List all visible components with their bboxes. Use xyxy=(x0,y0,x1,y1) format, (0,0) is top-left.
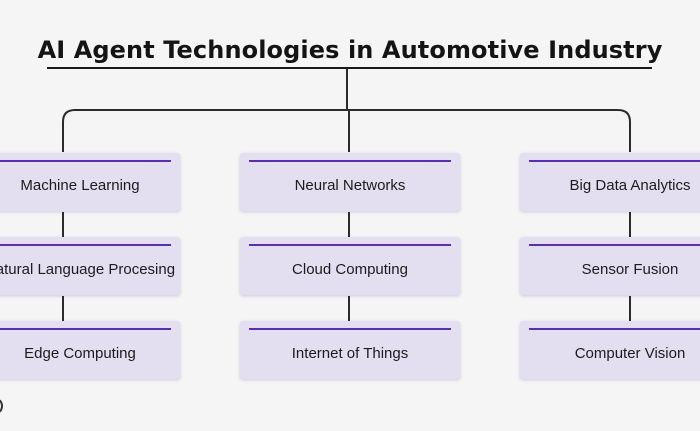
node-accent-bar xyxy=(249,244,451,246)
node-label: Machine Learning xyxy=(20,177,140,194)
node-accent-bar xyxy=(0,244,171,246)
node-accent-bar xyxy=(0,328,171,330)
node-accent-bar xyxy=(249,160,451,162)
node-label: Sensor Fusion xyxy=(581,261,679,278)
node-label: Natural Language Procesing xyxy=(0,261,176,278)
node-accent-bar xyxy=(0,160,171,162)
node-accent-bar xyxy=(529,328,700,330)
title-underline xyxy=(47,67,652,69)
node-label: Computer Vision xyxy=(574,345,686,362)
node-neural-networks: Neural Networks xyxy=(240,153,460,211)
node-accent-bar xyxy=(249,328,451,330)
diagram-title: AI Agent Technologies in Automotive Indu… xyxy=(37,36,663,64)
branch-line xyxy=(62,109,631,152)
node-accent-bar xyxy=(529,160,700,162)
node-accent-bar xyxy=(529,244,700,246)
node-label: Edge Computing xyxy=(24,345,136,362)
node-cloud-computing: Cloud Computing xyxy=(240,237,460,295)
node-internet-of-things: Internet of Things xyxy=(240,321,460,379)
node-label: Cloud Computing xyxy=(292,261,408,278)
node-edge-computing: Edge Computing xyxy=(0,321,180,379)
node-label: Big Data Analytics xyxy=(569,177,691,194)
node-natural-language-processing: Natural Language Procesing xyxy=(0,237,180,295)
node-computer-vision: Computer Vision xyxy=(520,321,700,379)
node-label: Internet of Things xyxy=(291,345,409,362)
node-label: Neural Networks xyxy=(294,177,406,194)
node-sensor-fusion: Sensor Fusion xyxy=(520,237,700,295)
node-machine-learning: Machine Learning xyxy=(0,153,180,211)
node-big-data-analytics: Big Data Analytics xyxy=(520,153,700,211)
